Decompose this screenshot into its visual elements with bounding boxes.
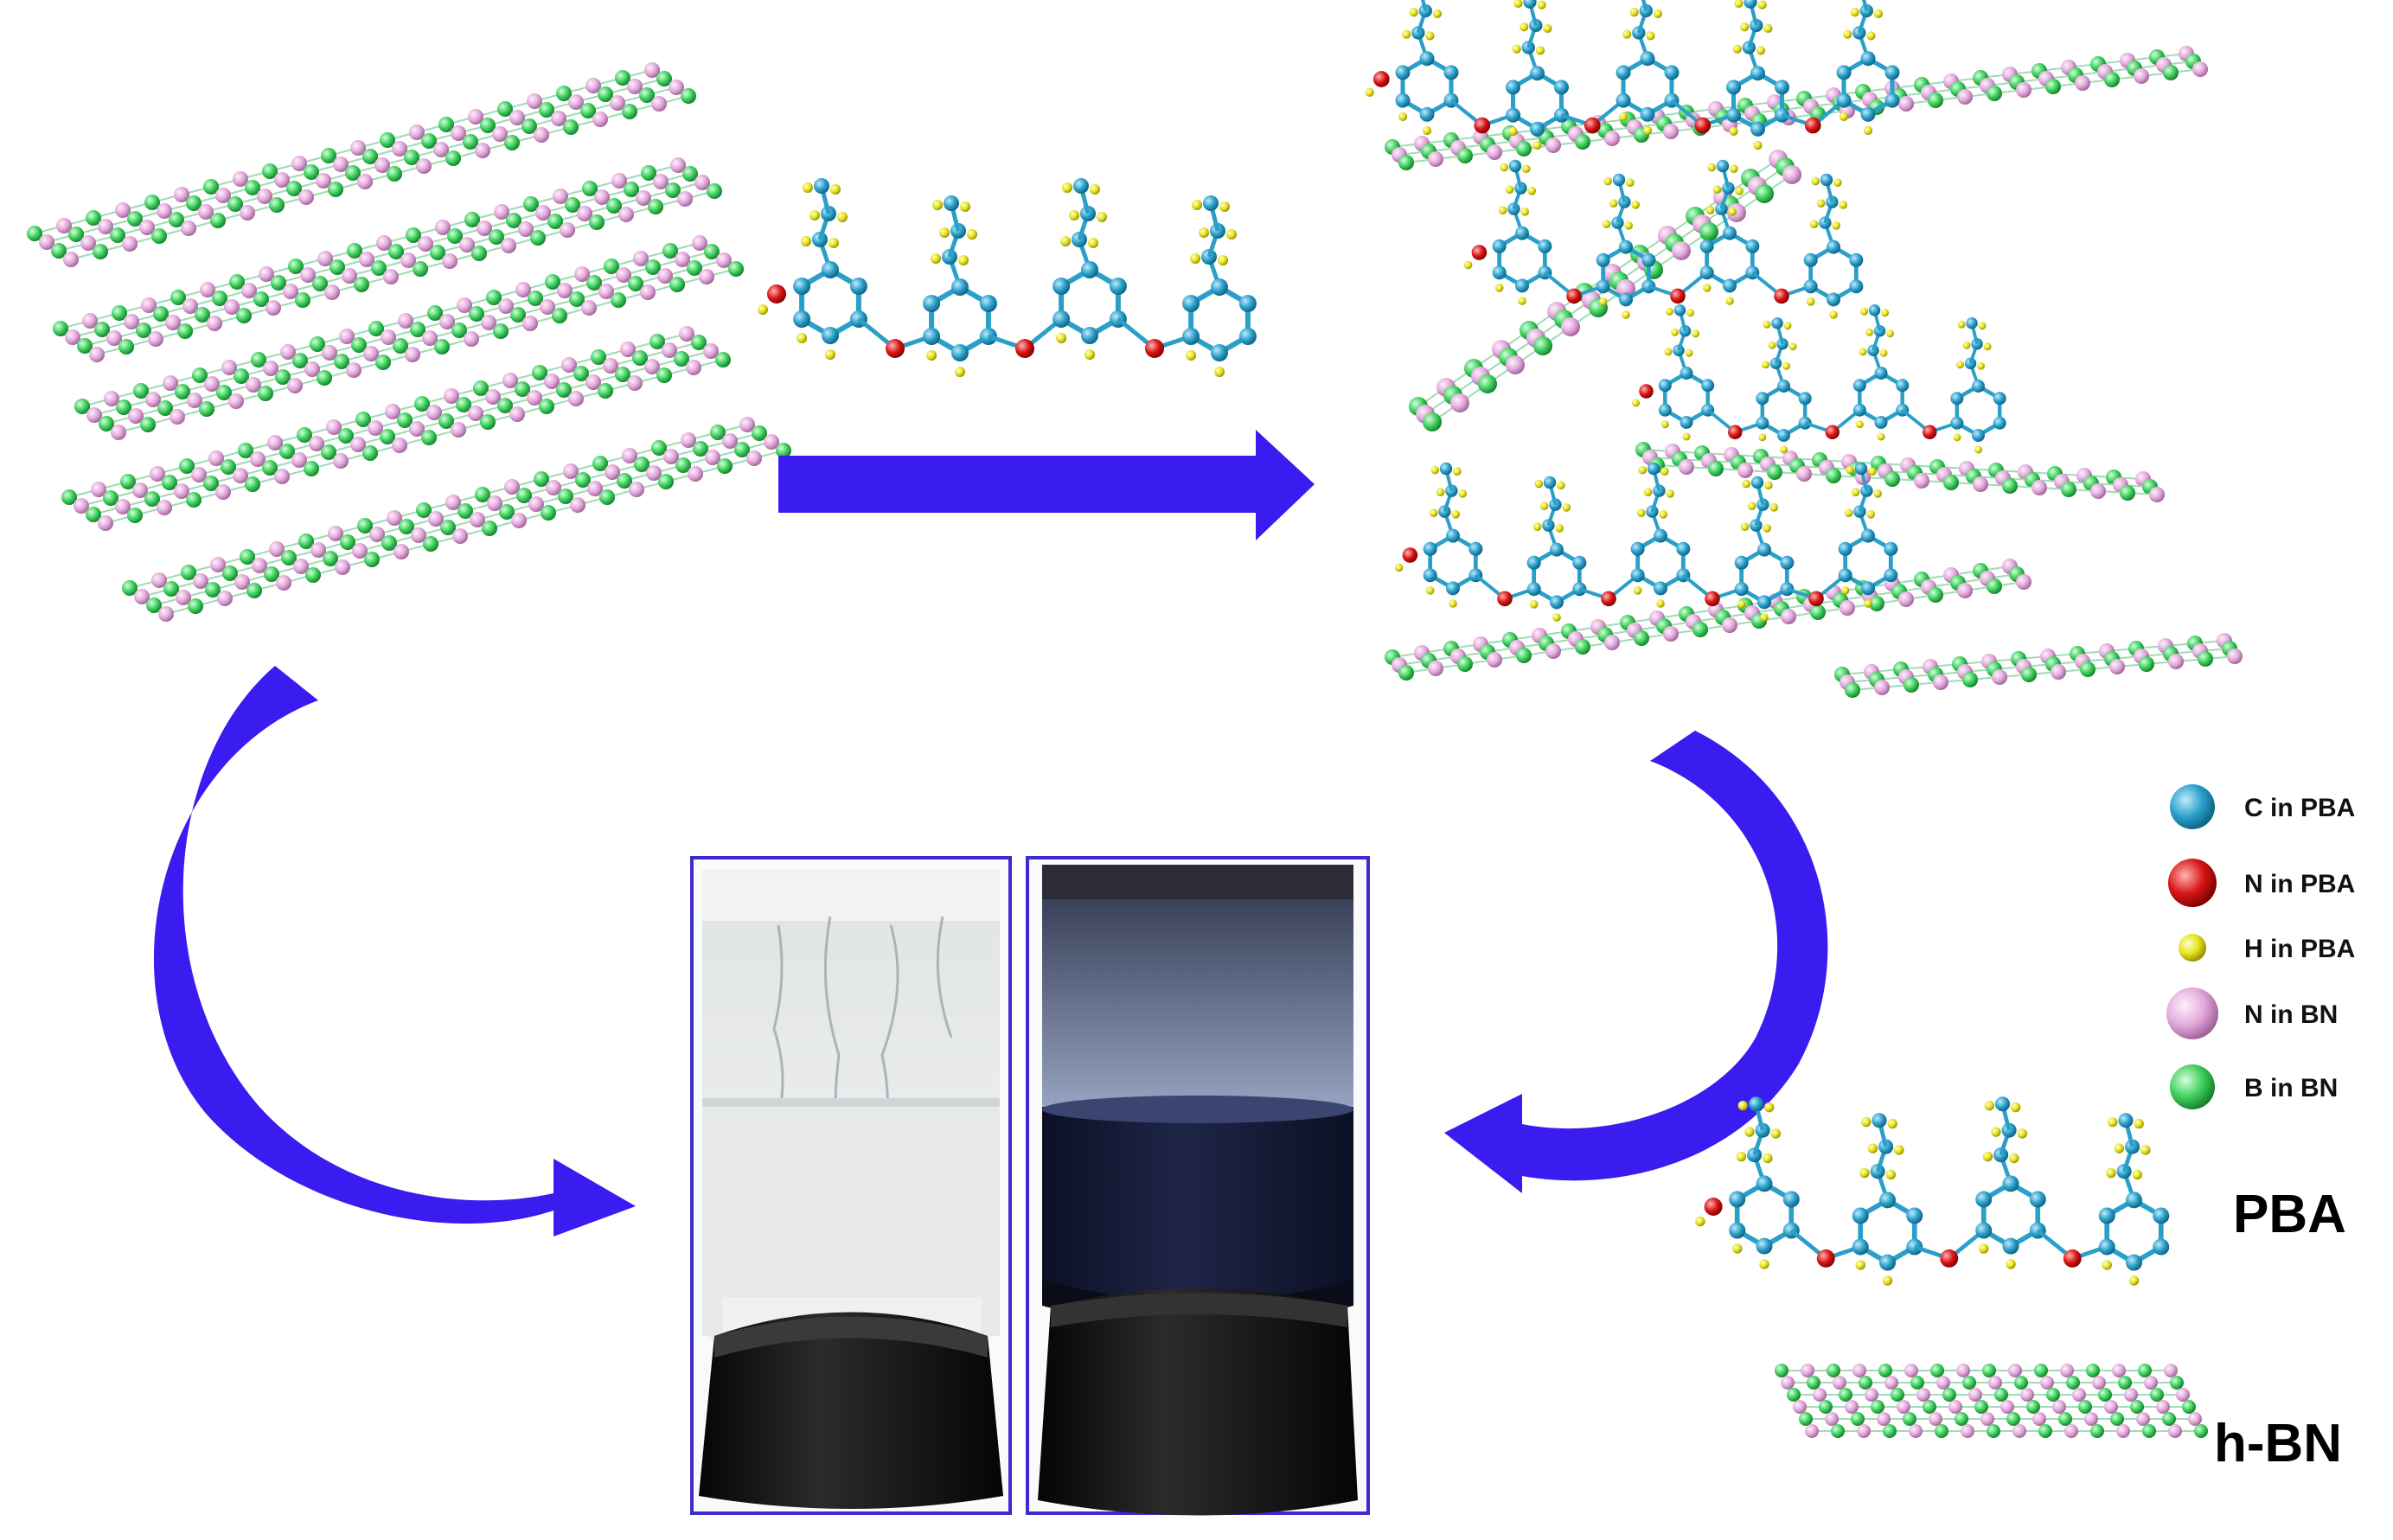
legend-boron-bn-label: B in BN [2244,1074,2338,1102]
vial-dark-dispersion [1026,856,1370,1516]
pba-molecule-top [758,178,1257,377]
pba-label: PBA [2233,1185,2346,1244]
hbn-sheet [1635,442,2165,502]
hbn-sheet [53,157,722,362]
legend-nitrogen-pba-swatch [2168,859,2217,907]
legend-hydrogen-pba-swatch [2179,934,2206,962]
legend-hydrogen-pba-label: H in PBA [2244,935,2355,963]
legend-carbon-pba-label: C in PBA [2244,794,2355,822]
curved-arrow-right-icon [1444,731,1828,1193]
hbn-sheet [122,417,791,622]
pba-chain [758,178,1257,377]
hbn-sheet [1385,46,2208,170]
pba-chain [1365,0,1900,150]
pba-chain [1695,1096,2170,1286]
legend: C in PBA N in PBA H in PBA N in BN B in … [2166,784,2355,1109]
pba-chain [1394,462,1898,622]
vial-white-dispersion [690,856,1012,1515]
pba-reference-molecule [1695,1096,2170,1286]
hbn-sheet [1775,1364,2208,1438]
bulk-hbn-stack [27,62,791,622]
legend-nitrogen-bn-label: N in BN [2244,1000,2338,1029]
curved-arrow-left-icon [153,666,636,1236]
legend-nitrogen-bn-swatch [2166,987,2218,1039]
hbn-reference-sheet [1775,1364,2208,1438]
pba-chain [1463,159,1864,319]
hbn-sheet [1385,559,2031,681]
hbn-sheet [74,235,744,440]
hbn-sheet [61,326,731,531]
pba-chain [1632,304,2006,454]
right-arrow-icon [778,430,1315,540]
legend-nitrogen-pba-label: N in PBA [2244,870,2355,898]
pba-intercalated-hbn [1365,0,2243,698]
hbn-sheet [27,62,696,267]
hbn-label: h-BN [2214,1414,2342,1473]
legend-boron-bn-swatch [2170,1064,2215,1109]
legend-carbon-pba-swatch [2170,784,2215,829]
hbn-sheet [1834,633,2243,698]
